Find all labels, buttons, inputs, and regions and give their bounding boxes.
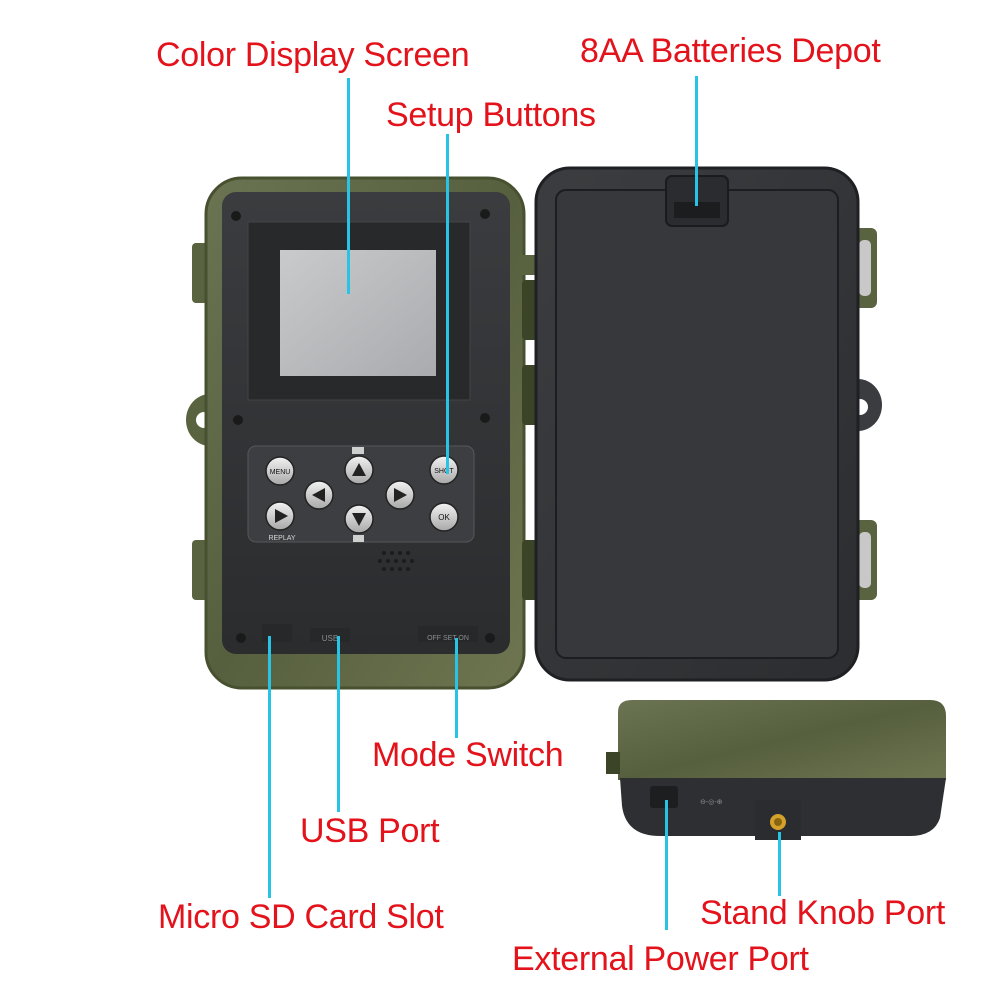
leader-stand-knob [778,832,781,896]
underside-view: ⊖-◎-⊕ [606,700,946,840]
setup-buttons: MENU SHOT OK REPLAY [265,447,459,542]
camera-body [186,176,526,690]
battery-door [534,166,882,682]
shot-button-text: SHOT [434,468,454,475]
label-micro-sd-slot: Micro SD Card Slot [158,898,444,936]
camera-icon [353,535,364,542]
label-external-power-port: External Power Port [512,940,809,978]
replay-label: REPLAY [268,535,295,542]
label-stand-knob-port: Stand Knob Port [700,894,946,932]
menu-button[interactable] [265,456,295,486]
label-mode-switch: Mode Switch [372,736,564,774]
shot-button[interactable] [429,455,459,485]
ok-button[interactable] [429,502,459,532]
label-usb-port: USB Port [300,812,440,850]
leader-setup-buttons [446,134,449,474]
ok-button-text: OK [438,513,450,522]
menu-button-text: MENU [270,469,291,476]
usb-port-mark: USB [322,634,338,643]
down-arrow-icon [352,513,366,526]
color-display-screen [280,250,436,376]
dc-symbol-icon: ⊖-◎-⊕ [700,799,723,806]
label-batteries-depot: 8AA Batteries Depot [580,32,881,70]
leader-batteries [695,76,698,206]
leader-color-display [347,78,350,294]
up-arrow-icon [352,463,366,476]
external-power-port-socket [650,786,678,808]
leader-usb-port [337,636,340,812]
leader-micro-sd [268,636,271,898]
video-icon [352,447,364,454]
left-arrow-icon [312,488,325,502]
play-icon [275,509,288,523]
label-setup-buttons: Setup Buttons [386,96,596,134]
leader-external-power [665,800,668,930]
right-arrow-icon [394,488,407,502]
label-color-display-screen: Color Display Screen [156,36,470,74]
mode-switch-mark: OFF SET ON [427,635,469,642]
leader-mode-switch [455,638,458,738]
